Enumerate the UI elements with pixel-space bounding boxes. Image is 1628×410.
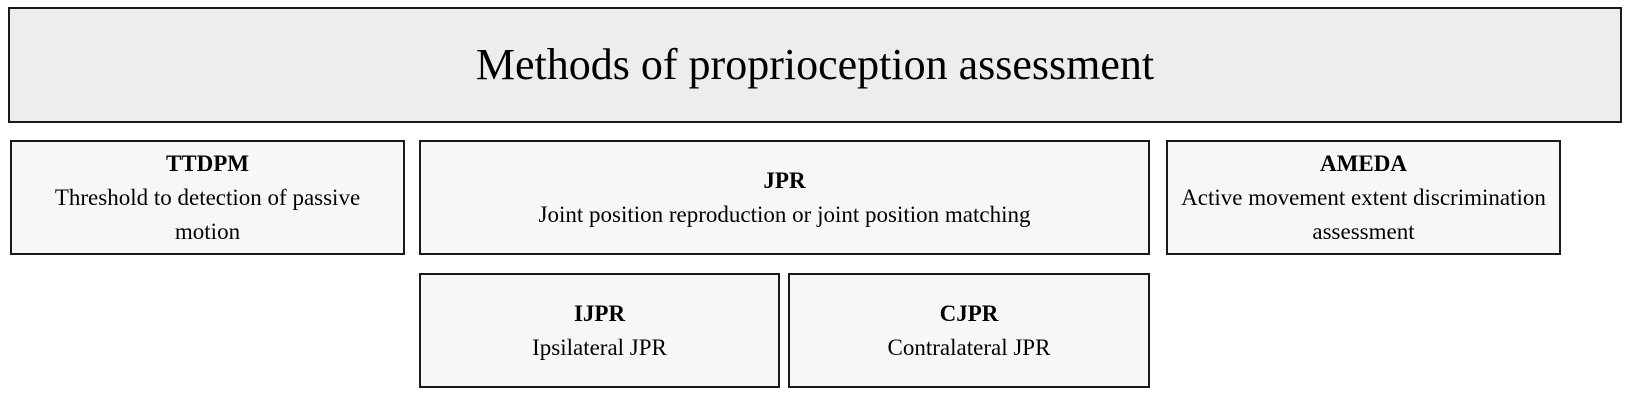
- method-box-ttdpm: TTDPM Threshold to detection of passive …: [10, 140, 405, 255]
- subtype-description: Contralateral JPR: [887, 334, 1051, 360]
- subtype-abbr: IJPR: [573, 300, 626, 326]
- method-description: Joint position reproduction or joint pos…: [538, 201, 1031, 227]
- method-abbr: TTDPM: [165, 150, 250, 176]
- subtype-box-ijpr: IJPR Ipsilateral JPR: [419, 273, 780, 388]
- subtype-box-cjpr: CJPR Contralateral JPR: [788, 273, 1150, 388]
- method-box-jpr: JPR Joint position reproduction or joint…: [419, 140, 1150, 255]
- method-description: Active movement extent discrimination as…: [1181, 184, 1546, 244]
- method-abbr: AMEDA: [1320, 150, 1407, 176]
- diagram-title: Methods of proprioception assessment: [475, 39, 1155, 89]
- method-abbr: JPR: [763, 167, 806, 193]
- subtype-description: Ipsilateral JPR: [532, 334, 667, 360]
- subtype-abbr: CJPR: [939, 300, 999, 326]
- method-description: Threshold to detection of passive motion: [54, 184, 361, 244]
- diagram-title-box: Methods of proprioception assessment: [8, 7, 1622, 123]
- method-box-ameda: AMEDA Active movement extent discriminat…: [1166, 140, 1561, 255]
